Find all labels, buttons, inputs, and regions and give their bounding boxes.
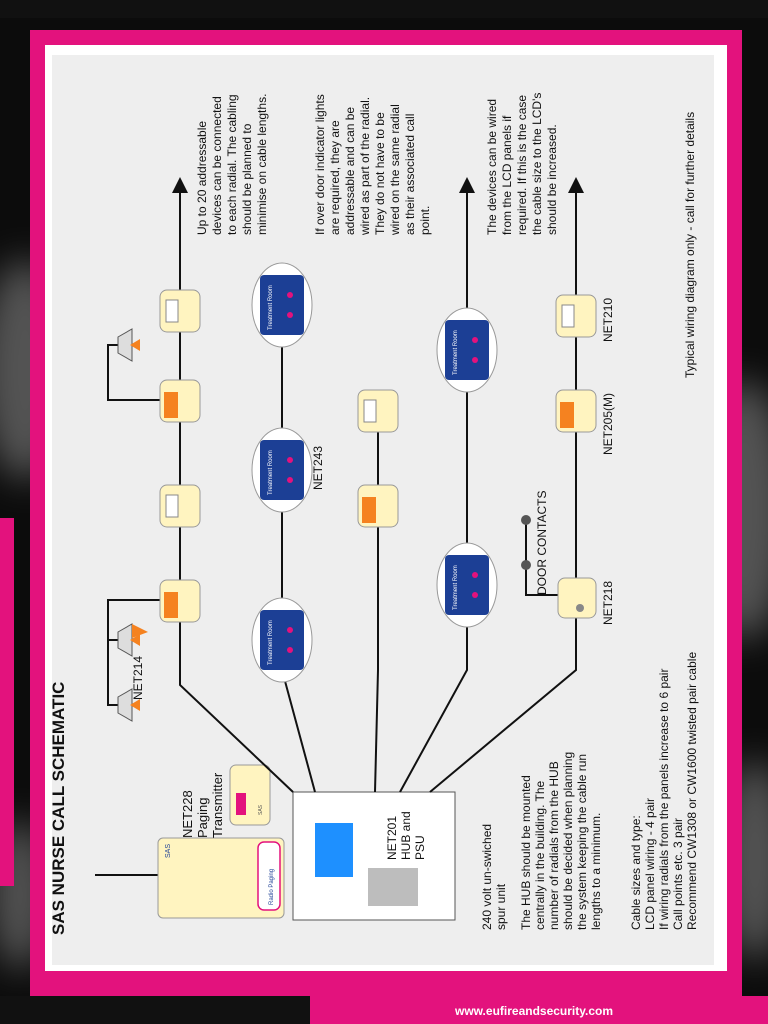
over-door-light-icon [117, 623, 148, 657]
ceiling-pull-device [555, 294, 597, 338]
svg-text:wired as part of the radial.: wired as part of the radial. [358, 97, 372, 236]
call-point-orange [555, 389, 597, 433]
net205m-label: NET205(M) [601, 393, 615, 455]
call-point-orange [357, 484, 399, 528]
lcd-panel: Treatment Room [251, 597, 313, 683]
hub-psu-box [292, 791, 456, 921]
spur-note-line1: 240 volt un-swiched [480, 824, 494, 930]
svg-text:If over door indicator lights: If over door indicator lights [313, 94, 327, 235]
transmitter-label-line2: Paging [195, 798, 210, 838]
svg-text:should be planned to: should be planned to [240, 123, 254, 235]
radio-paging-badge: Radio Paging [269, 869, 275, 905]
top-strip [0, 0, 768, 18]
call-point-orange [159, 579, 201, 623]
lcd-panel: Treatment Room [251, 427, 313, 513]
svg-text:from the LCD panels if: from the LCD panels if [500, 115, 514, 235]
svg-text:Treatment Room: Treatment Room [268, 285, 274, 330]
hub-note: The HUB should be mounted centrally in t… [519, 752, 603, 930]
net214-label: NET214 [131, 656, 145, 700]
svg-text:Call points etc. 3 pair: Call points etc. 3 pair [671, 818, 685, 930]
svg-text:wired on the same radial: wired on the same radial [388, 104, 402, 236]
over-door-light-icon [117, 328, 140, 362]
svg-text:are required, they are: are required, they are [328, 120, 342, 235]
svg-text:addressable and can be: addressable and can be [343, 107, 357, 235]
hub-display [315, 823, 353, 877]
over-door-note: If over door indicator lights are requir… [313, 94, 432, 236]
svg-text:number of radials from the HUB: number of radials from the HUB [547, 761, 561, 930]
net243-label: NET243 [311, 446, 325, 490]
door-contact-device [557, 577, 597, 619]
lcd-note: The devices can be wired from the LCD pa… [485, 93, 559, 235]
svg-text:the cable size to the LCD's: the cable size to the LCD's [530, 93, 544, 235]
svg-text:The HUB should be mounted: The HUB should be mounted [519, 775, 533, 930]
net210-label: NET210 [601, 298, 615, 342]
over-door-light-icon [117, 688, 140, 722]
svg-text:required. If this is the case: required. If this is the case [515, 95, 529, 235]
ceiling-pull-device [159, 289, 201, 333]
hub-label-line3: PSU [413, 835, 427, 860]
lcd-panel: Treatment Room [436, 542, 498, 628]
page-title: SAS NURSE CALL SCHEMATIC [49, 682, 68, 935]
call-point-orange [159, 379, 201, 423]
svg-text:If wiring radials from the pan: If wiring radials from the panels increa… [657, 669, 671, 930]
ceiling-pull-device [357, 389, 399, 433]
footer-url[interactable]: www.eufireandsecurity.com [455, 1004, 614, 1018]
radial-note: Up to 20 addressable devices can be conn… [195, 94, 269, 235]
cable-note: Cable sizes and type: LCD panel wiring -… [629, 652, 699, 930]
svg-text:devices can be connected: devices can be connected [210, 96, 224, 235]
svg-text:Treatment Room: Treatment Room [453, 565, 459, 610]
svg-text:Recommend CW1308 or CW1600 twi: Recommend CW1308 or CW1600 twisted pair … [685, 652, 699, 930]
svg-text:SAS: SAS [258, 804, 264, 815]
svg-text:should be increased.: should be increased. [545, 124, 559, 235]
svg-text:lengths to a minimum.: lengths to a minimum. [589, 813, 603, 930]
svg-text:centrally in the building. The: centrally in the building. The [533, 780, 547, 930]
hub-label-line2: HUB and [399, 811, 413, 860]
svg-text:Up to 20 addressable: Up to 20 addressable [195, 121, 209, 235]
svg-text:as their associated call: as their associated call [403, 114, 417, 235]
hub-label-line1: NET201 [385, 816, 399, 860]
door-contacts-label: DOOR CONTACTS [535, 491, 549, 595]
spur-unit [368, 868, 418, 906]
svg-text:Treatment Room: Treatment Room [268, 620, 274, 665]
svg-text:should be decided when plannin: should be decided when planning [561, 752, 575, 930]
paging-transmitter: Radio Paging SAS [95, 837, 285, 919]
svg-text:minimise on cable lengths.: minimise on cable lengths. [255, 94, 269, 235]
svg-text:The devices can be wired: The devices can be wired [485, 99, 499, 235]
door-contacts-icon [521, 515, 531, 570]
svg-text:Treatment Room: Treatment Room [268, 450, 274, 495]
svg-text:Treatment Room: Treatment Room [453, 330, 459, 375]
svg-text:to each radial. The cabling: to each radial. The cabling [225, 94, 239, 235]
svg-text:Cable sizes and type:: Cable sizes and type: [629, 815, 643, 930]
lcd-panel: Treatment Room [436, 307, 498, 393]
footer-bar [310, 996, 768, 1024]
paging-unit-device: SAS [229, 764, 271, 826]
transmitter-logo: SAS [165, 844, 172, 858]
net218-label: NET218 [601, 581, 615, 625]
typical-note: Typical wiring diagram only - call for f… [683, 112, 697, 378]
ceiling-pull-device [159, 484, 201, 528]
lcd-panel: Treatment Room [251, 262, 313, 348]
transmitter-label-line3: Transmitter [210, 772, 225, 838]
spur-note-line2: spur unit [494, 883, 508, 930]
svg-text:LCD panel wiring - 4 pair: LCD panel wiring - 4 pair [643, 798, 657, 930]
left-pink-tab [0, 518, 14, 886]
svg-text:point.: point. [418, 206, 432, 235]
svg-text:They do not have to be: They do not have to be [373, 112, 387, 235]
transmitter-label-line1: NET228 [180, 790, 195, 838]
svg-text:the system keeping the cable r: the system keeping the cable run [575, 754, 589, 930]
